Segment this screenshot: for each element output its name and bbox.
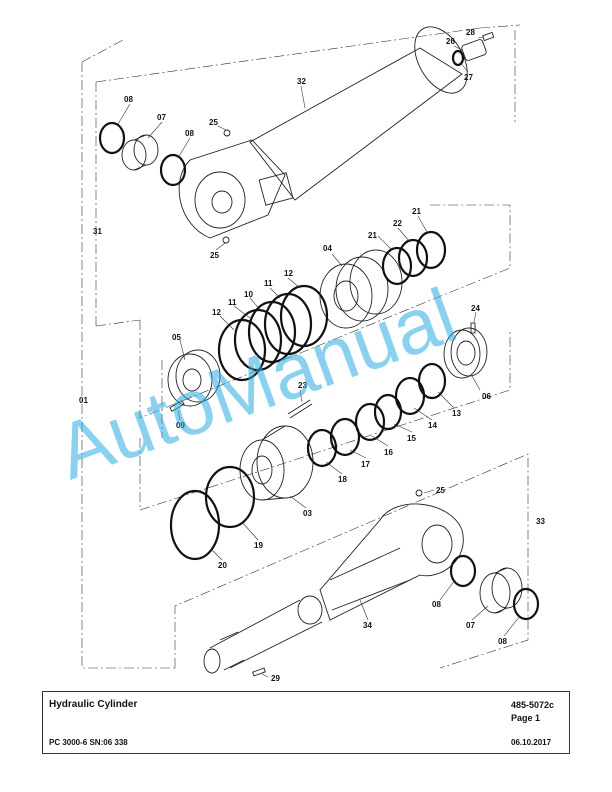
ring-08-top-left — [98, 121, 126, 155]
label-11-a: 11 — [264, 279, 273, 288]
label-13: 13 — [452, 409, 461, 418]
label-01: 01 — [79, 396, 88, 405]
label-12-a: 12 — [284, 269, 293, 278]
piston-rod — [203, 595, 323, 674]
label-17: 17 — [361, 460, 370, 469]
label-31: 31 — [93, 227, 102, 236]
screw-28 — [482, 31, 495, 42]
label-07-bottom: 07 — [466, 621, 475, 630]
label-25-b: 25 — [210, 251, 219, 260]
label-06: 06 — [482, 392, 491, 401]
bearing-07-bottom — [479, 567, 523, 614]
label-26: 26 — [446, 37, 455, 46]
label-16: 16 — [384, 448, 393, 457]
label-04: 04 — [323, 244, 332, 253]
label-20: 20 — [218, 561, 227, 570]
label-08-c: 08 — [432, 600, 441, 609]
label-34: 34 — [363, 621, 372, 630]
cover-26 — [461, 39, 487, 61]
flange-05 — [167, 349, 221, 407]
label-05: 05 — [172, 333, 181, 342]
label-12-b: 12 — [212, 308, 221, 317]
part-labels: 01 03 04 05 06 07 07 08 08 08 08 09 10 1… — [79, 28, 545, 683]
ring-08-bottom-right — [512, 587, 540, 621]
watermark-text: AutoManual — [46, 271, 467, 496]
label-21-a: 21 — [368, 231, 377, 240]
page-number: Page 1 — [511, 713, 541, 723]
label-25-a: 25 — [209, 118, 218, 127]
label-03: 03 — [303, 509, 312, 518]
drawing-date: 06.10.2017 — [511, 738, 552, 747]
parts — [98, 26, 540, 677]
drawing-title: Hydraulic Cylinder — [49, 699, 138, 710]
title-block: Hydraulic Cylinder 485-5072c Page 1 PC 3… — [42, 691, 570, 754]
label-08-d: 08 — [498, 637, 507, 646]
bolt-24 — [470, 322, 476, 334]
cylinder-tube — [178, 26, 468, 239]
label-27: 27 — [464, 73, 473, 82]
label-07-top: 07 — [157, 113, 166, 122]
rod-eye — [319, 503, 464, 621]
grease-nipple-25-c — [415, 489, 423, 497]
label-24: 24 — [471, 304, 480, 313]
flange-06 — [443, 327, 488, 379]
label-09: 09 — [176, 421, 185, 430]
label-19: 19 — [254, 541, 263, 550]
bearing-07-top — [121, 134, 159, 171]
label-10: 10 — [244, 290, 253, 299]
label-08-b: 08 — [185, 129, 194, 138]
oring-27 — [451, 49, 465, 67]
bolt-23 — [287, 399, 313, 419]
leader-lines — [117, 36, 521, 678]
label-15: 15 — [407, 434, 416, 443]
label-14: 14 — [428, 421, 437, 430]
grease-nipple-25-a — [223, 129, 231, 137]
label-23: 23 — [298, 381, 307, 390]
model-serial: PC 3000-6 SN:06 338 — [49, 738, 128, 747]
label-33: 33 — [536, 517, 545, 526]
grease-nipple-25-b — [222, 236, 230, 244]
pin-29 — [252, 667, 266, 677]
group-frames — [81, 24, 529, 669]
label-08-a: 08 — [124, 95, 133, 104]
label-22: 22 — [393, 219, 402, 228]
ring-08-bottom-left — [449, 554, 477, 588]
label-21-b: 21 — [412, 207, 421, 216]
label-29: 29 — [271, 674, 280, 683]
label-25-c: 25 — [436, 486, 445, 495]
gland-03 — [239, 425, 314, 501]
label-32: 32 — [297, 77, 306, 86]
ring-08-top-right — [159, 153, 187, 187]
label-11-b: 11 — [228, 298, 237, 307]
label-18: 18 — [338, 475, 347, 484]
label-28: 28 — [466, 28, 475, 37]
pin-09 — [169, 400, 185, 412]
drawing-number: 485-5072c — [511, 700, 555, 710]
